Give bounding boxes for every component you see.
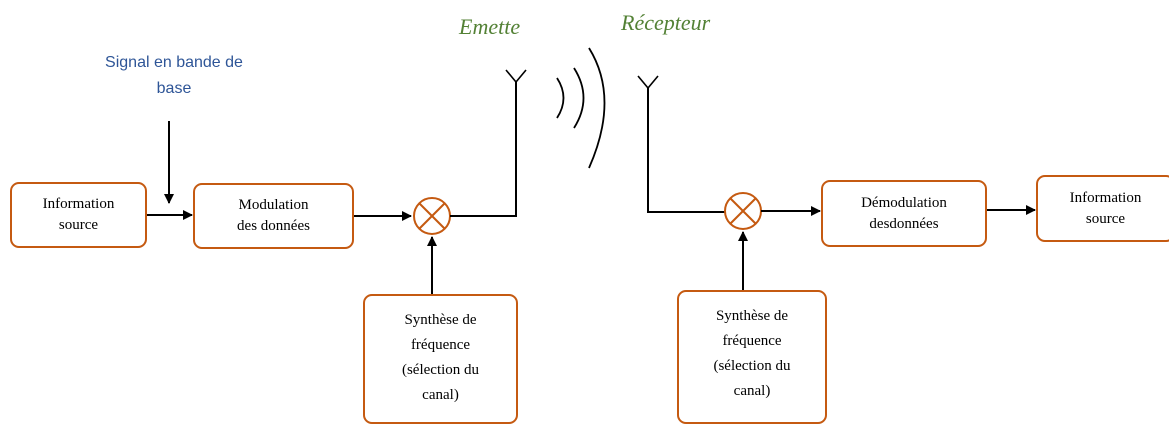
radio-waves-icon — [556, 47, 606, 169]
rx-mixer-icon — [724, 192, 762, 230]
receiver-label: Récepteur — [621, 10, 711, 35]
rx-antenna-to-mixer-line — [647, 88, 725, 213]
emitter-label: Emette — [459, 14, 521, 39]
baseband-signal-label: Signal en bande de base — [105, 54, 243, 97]
tx-information-source-box: Information source — [10, 182, 147, 248]
tx-frequency-synthesis-box: Synthèse de fréquence (sélection du cana… — [363, 294, 518, 424]
rx-antenna-icon — [637, 75, 659, 89]
modulation-box: Modulation des données — [193, 183, 354, 249]
rx-information-source-box: Information source — [1036, 175, 1169, 242]
tx-mixer-icon — [413, 197, 451, 235]
demodulation-box: Démodulation desdonnées — [821, 180, 987, 247]
rx-frequency-synthesis-box: Synthèse de fréquence (sélection du cana… — [677, 290, 827, 424]
tx-antenna-icon — [505, 69, 527, 83]
tx-mixer-to-antenna-line — [450, 82, 517, 217]
